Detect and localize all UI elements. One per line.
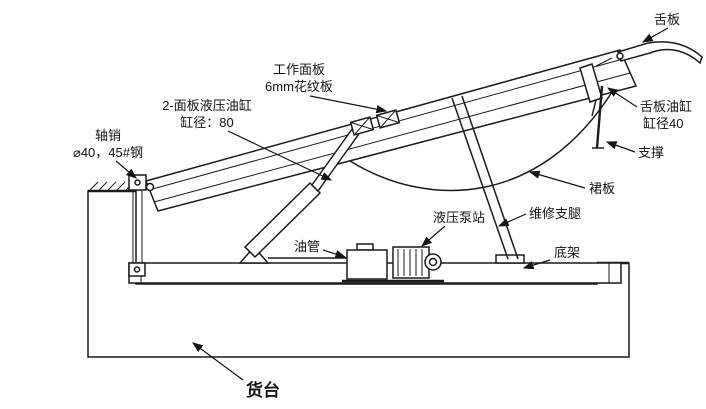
tongue-plate-shape (616, 41, 703, 65)
leader-arrows (115, 27, 669, 381)
label-oil-pipe: 油管 (294, 239, 320, 254)
deck-panel (144, 49, 638, 212)
label-panel-cylinder-line2: 缸径：80 (180, 115, 233, 130)
label-dock-platform: 货台 (246, 380, 280, 400)
label-support: 支撑 (638, 145, 664, 160)
label-tongue-cylinder-line2: 缸径40 (643, 116, 683, 131)
leader-support (605, 141, 636, 153)
skirt-plate-shape (349, 91, 613, 192)
maintenance-leg-strut (451, 95, 525, 264)
leader-work-panel (309, 95, 388, 114)
leader-maintenance-leg (497, 213, 527, 227)
label-bottom-frame: 底架 (554, 245, 580, 260)
label-panel-cylinder-line1: 2-面板液压油缸 (162, 98, 252, 113)
label-work-panel-line2: 6mm花纹板 (265, 79, 333, 94)
leader-axle-pin (115, 160, 137, 179)
label-skirt-plate: 裙板 (589, 181, 615, 196)
labels: 舌板 工作面板 6mm花纹板 2-面板液压油缸 缸径：80 轴销 ⌀40，45#… (73, 12, 692, 400)
leader-tongue-plate (641, 27, 669, 43)
label-pump-station: 液压泵站 (433, 210, 485, 225)
leader-dock-platform (192, 342, 244, 381)
label-maintenance-leg: 维修支腿 (529, 206, 581, 221)
leader-tongue-cylinder (606, 87, 638, 108)
label-axle-pin-line2: ⌀40，45#钢 (73, 145, 143, 160)
pump-station-unit (342, 243, 444, 283)
leader-pump-station (421, 225, 446, 247)
hinge-brackets (349, 109, 401, 136)
label-tongue-cylinder-line1: 舌板油缸 (640, 99, 692, 114)
leader-oil-pipe (322, 249, 347, 259)
leader-bottom-frame (522, 259, 551, 270)
leader-panel-cylinder (227, 130, 333, 181)
leader-skirt-plate (528, 170, 586, 189)
label-work-panel-line1: 工作面板 (273, 62, 325, 77)
label-axle-pin-line1: 轴销 (95, 128, 121, 143)
support-bar (592, 85, 604, 149)
label-tongue-plate: 舌板 (654, 12, 680, 27)
lift-cylinder (238, 181, 322, 264)
